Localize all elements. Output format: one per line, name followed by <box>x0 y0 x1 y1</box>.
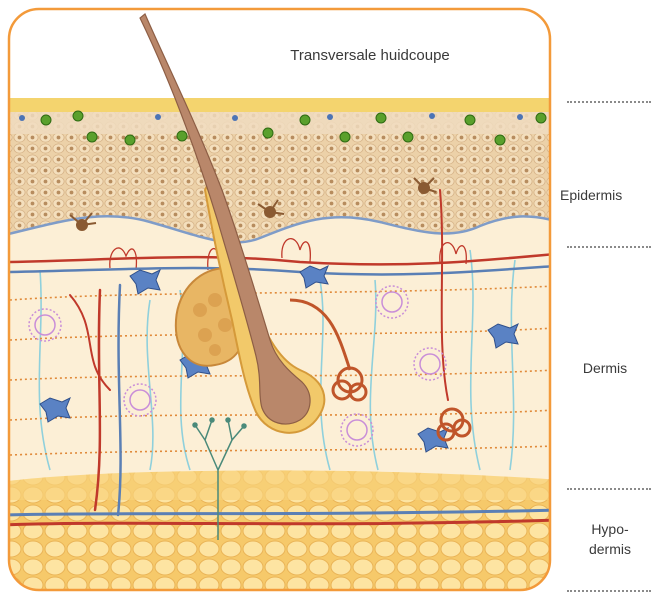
label-hypodermis: Hypo- dermis <box>575 519 645 559</box>
layer-divider-top <box>567 101 651 103</box>
label-hypodermis-line2: dermis <box>575 539 645 559</box>
figure-title: Transversale huidcoupe <box>230 47 510 64</box>
label-dermis: Dermis <box>565 360 645 376</box>
dermis-layer <box>0 216 560 482</box>
layer-divider-dermis-hypodermis <box>567 488 651 490</box>
label-hypodermis-line1: Hypo- <box>575 519 645 539</box>
layer-divider-bottom <box>567 590 651 592</box>
layer-divider-epidermis-dermis <box>567 246 651 248</box>
label-epidermis: Epidermis <box>560 187 651 203</box>
